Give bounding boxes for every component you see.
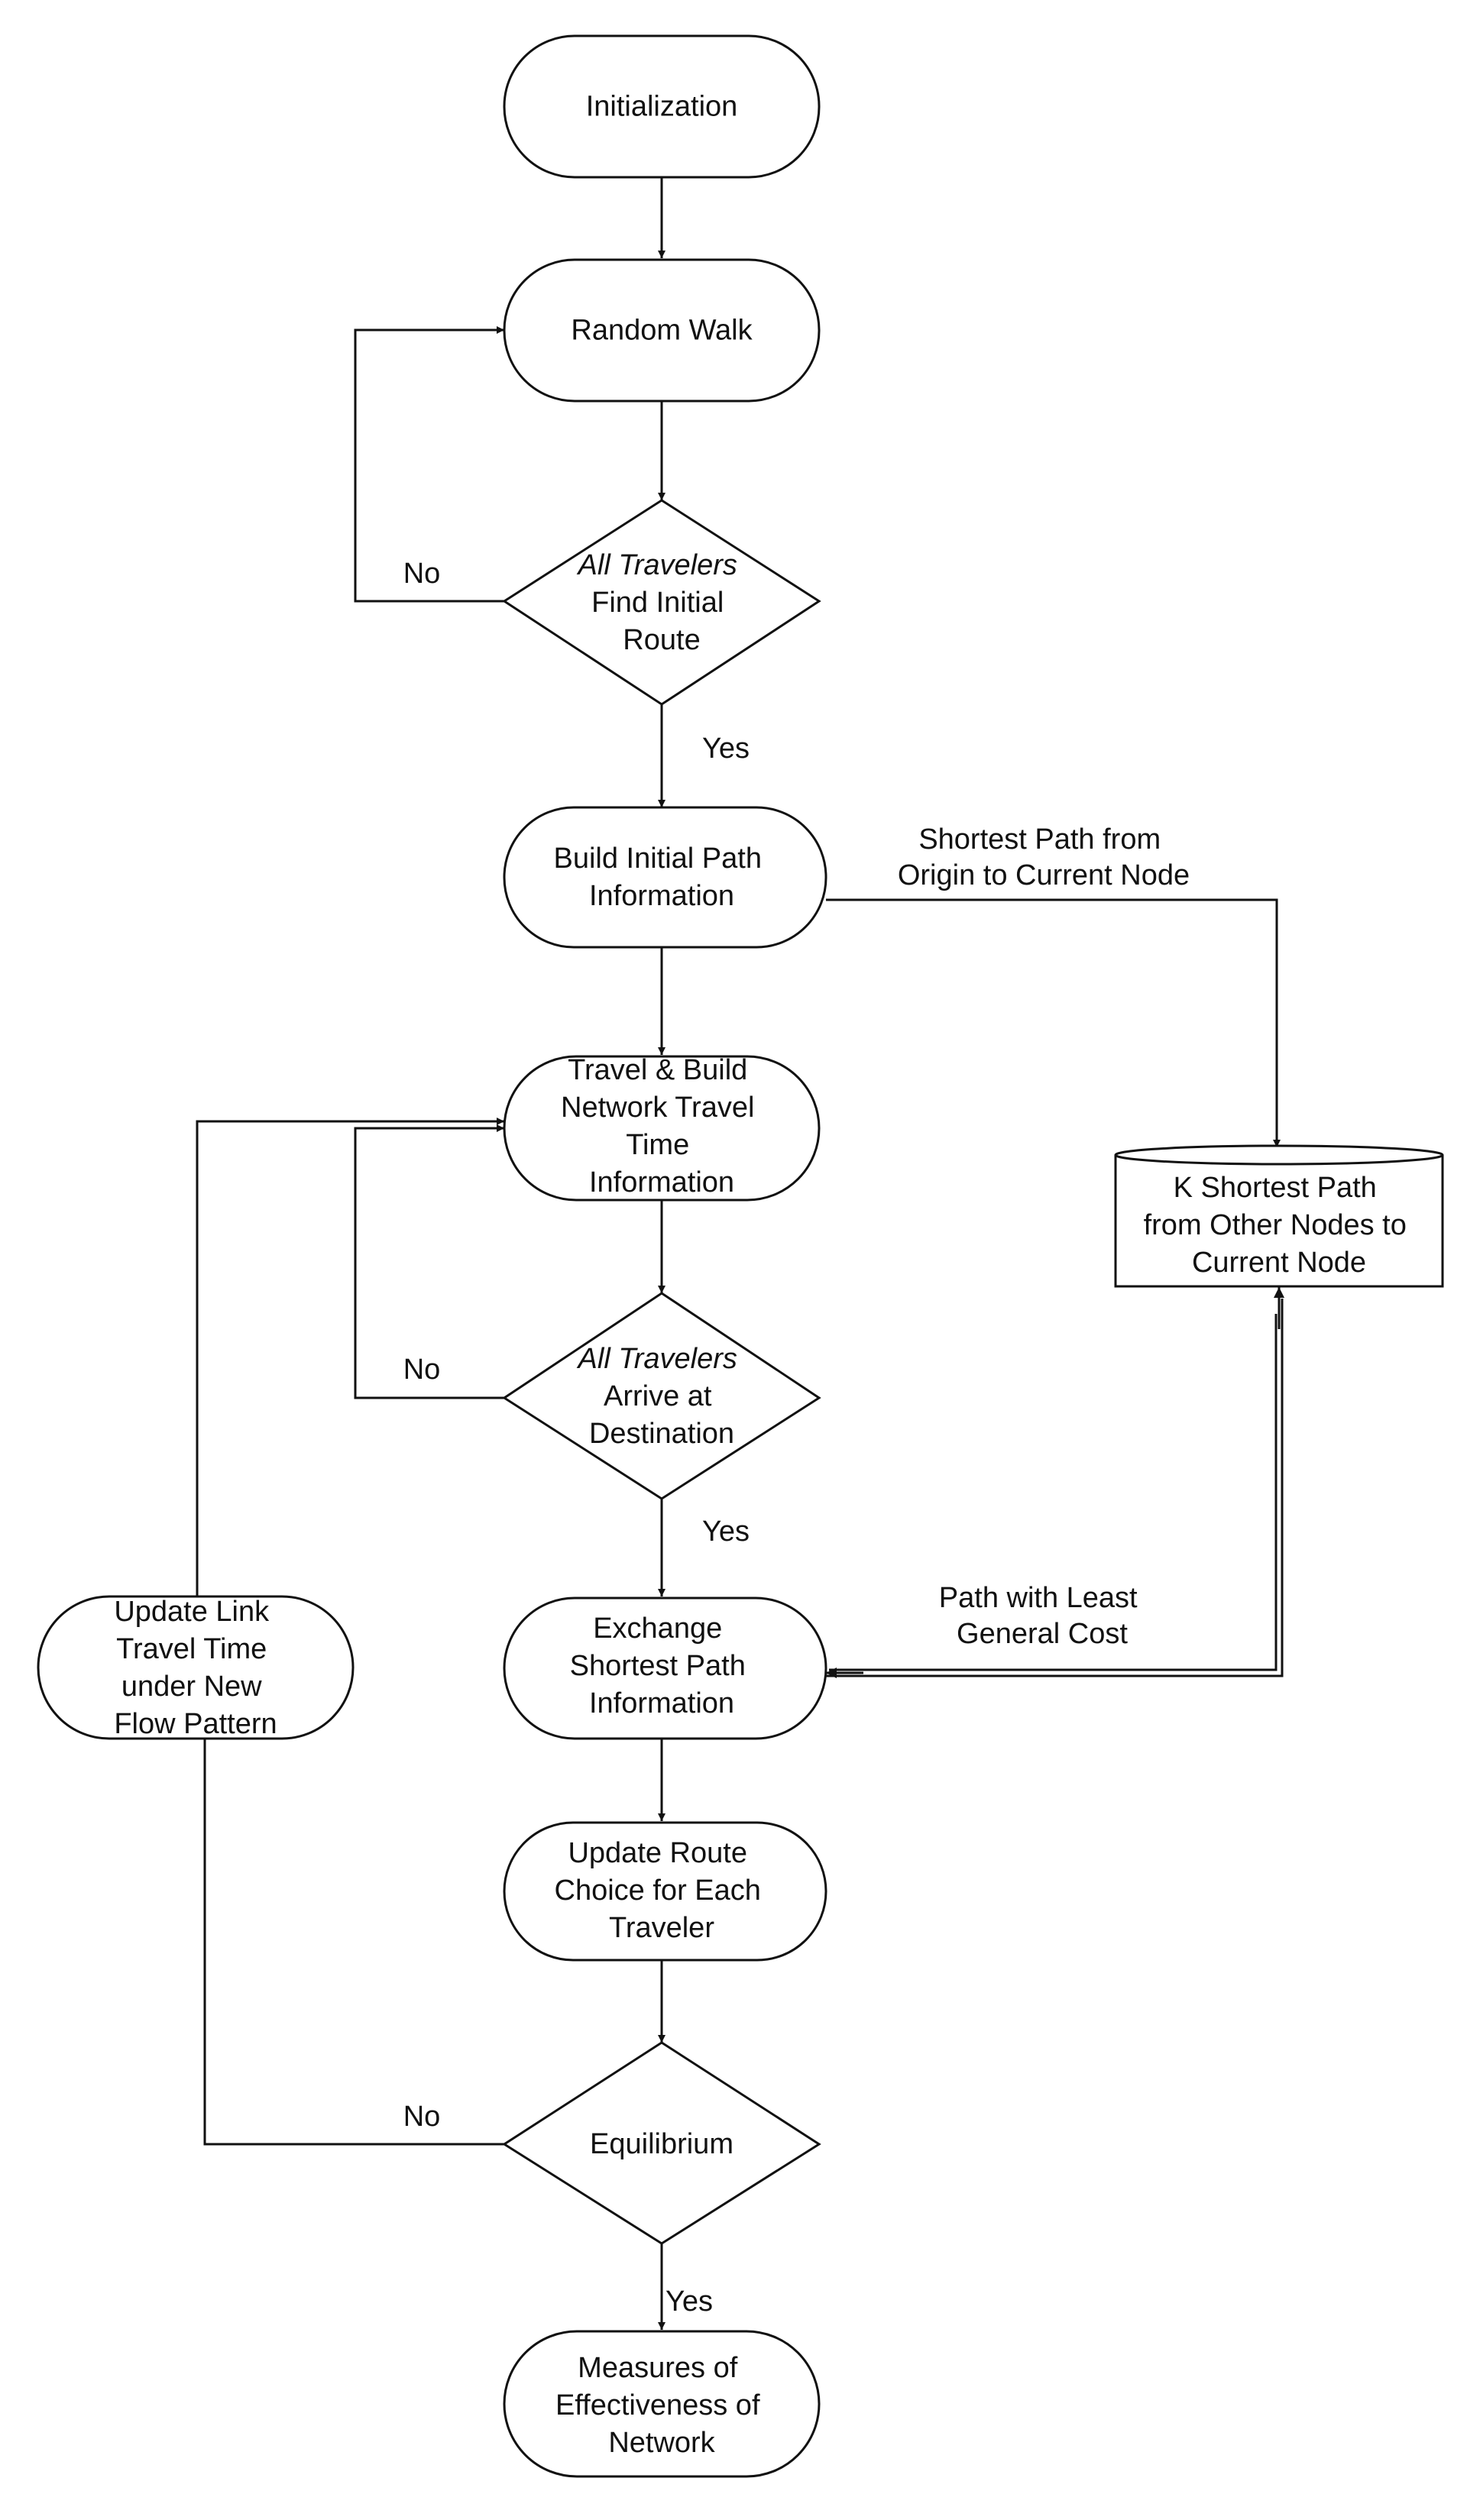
datastore-shape xyxy=(1114,1144,1444,1288)
terminal-measures-of-effectiveness: Measures of Effectiveness of Network xyxy=(503,2330,821,2478)
process-update-route-choice: Update Route Choice for Each Traveler xyxy=(503,1821,827,1962)
node-text: Equilibrium xyxy=(590,2128,734,2160)
label-no-arrive: No xyxy=(403,1354,441,1386)
decision-shape xyxy=(502,499,821,706)
process-shape xyxy=(503,1055,821,1202)
label-yes-find-route: Yes xyxy=(702,733,750,765)
process-shape xyxy=(503,1596,827,1740)
process-update-link-travel-time: Update Link Travel Time under New Flow P… xyxy=(37,1595,355,1740)
process-shape xyxy=(503,806,827,949)
edge-kshortest-to-exchange-inner xyxy=(829,1314,1278,1671)
node-line: All Travelers xyxy=(577,1343,737,1375)
node-line: Shortest Path xyxy=(570,1650,746,1682)
decision-shape xyxy=(502,2041,821,2245)
node-line: Network xyxy=(608,2427,715,2459)
node-line: Information xyxy=(589,1687,734,1719)
node-text: K Shortest Path from Other Nodes to Curr… xyxy=(1144,1172,1415,1279)
process-shape xyxy=(503,258,821,403)
edge-labels: No Yes No Yes No Yes Shortest Path from … xyxy=(403,558,1190,2318)
label-yes-equilibrium: Yes xyxy=(665,2285,713,2318)
node-line: K Shortest Path xyxy=(1174,1172,1377,1204)
label-least-general-cost: Path with Least General Cost xyxy=(939,1582,1145,1650)
node-text: Initialization xyxy=(586,91,738,123)
process-shape xyxy=(37,1595,355,1740)
label-line: Origin to Current Node xyxy=(898,859,1190,891)
process-exchange-shortest-path: Exchange Shortest Path Information xyxy=(503,1596,827,1740)
node-line: Initialization xyxy=(586,91,738,123)
label-shortest-from-origin: Shortest Path from Origin to Current Nod… xyxy=(898,823,1190,891)
node-line: Update Link xyxy=(114,1596,270,1628)
node-line: Exchange xyxy=(593,1613,722,1645)
node-text: Measures of Effectiveness of Network xyxy=(555,2352,768,2459)
process-build-initial-path: Build Initial Path Information xyxy=(503,806,827,949)
edge-equilibrium-no-to-update-link xyxy=(203,1739,504,2146)
terminal-initialization: Initialization xyxy=(503,34,821,179)
node-text: Update Link Travel Time under New Flow P… xyxy=(114,1596,277,1740)
label-yes-arrive: Yes xyxy=(702,1516,750,1548)
edge-find-no-loop xyxy=(354,326,504,603)
label-line: Path with Least xyxy=(939,1582,1138,1614)
label-no-equilibrium: No xyxy=(403,2101,441,2133)
label-no-find-route: No xyxy=(403,558,441,590)
node-text: Build Initial Path Information xyxy=(553,843,769,912)
node-line: Build Initial Path xyxy=(553,843,762,875)
edge-build-to-kshortest xyxy=(826,898,1281,1147)
node-text: Random Walk xyxy=(571,315,753,347)
decision-find-initial-route: All Travelers Find Initial Route xyxy=(502,499,821,706)
edge-kshortest-to-exchange-outer xyxy=(826,1299,1284,1677)
node-text: Exchange Shortest Path Information xyxy=(570,1613,754,1719)
node-line: Destination xyxy=(589,1418,734,1450)
node-line: Update Route xyxy=(568,1837,747,1869)
node-line: Current Node xyxy=(1192,1247,1366,1279)
process-shape xyxy=(503,1821,827,1962)
label-line: General Cost xyxy=(957,1618,1128,1650)
process-travel-build-network: Travel & Build Network Travel Time Infor… xyxy=(503,1054,821,1202)
node-line: Measures of xyxy=(578,2352,738,2384)
edge-arrive-no-loop xyxy=(354,1124,504,1399)
node-line: Route xyxy=(623,624,700,656)
decision-arrive-destination: All Travelers Arrive at Destination xyxy=(502,1292,821,1500)
process-random-walk: Random Walk xyxy=(503,258,821,403)
node-line: Equilibrium xyxy=(590,2128,734,2160)
node-text: Update Route Choice for Each Traveler xyxy=(555,1837,769,1944)
node-line: Travel Time xyxy=(116,1633,267,1665)
node-line: Flow Pattern xyxy=(114,1708,277,1740)
node-text: All Travelers Arrive at Destination xyxy=(577,1343,746,1450)
node-line: Find Initial xyxy=(591,587,724,619)
node-text: All Travelers Find Initial Route xyxy=(577,549,746,656)
node-line: Information xyxy=(589,1166,734,1199)
terminal-shape xyxy=(503,2330,821,2478)
node-line: from Other Nodes to xyxy=(1144,1209,1407,1241)
edge-update-link-to-travel xyxy=(196,1118,504,1596)
datastore-top-rim xyxy=(1114,1154,1444,1166)
node-line: Time xyxy=(626,1129,689,1161)
node-line: Information xyxy=(589,880,734,912)
decision-shape xyxy=(502,1292,821,1500)
node-line: Network Travel xyxy=(561,1092,754,1124)
edges xyxy=(196,177,1284,2330)
node-line: under New xyxy=(121,1671,262,1703)
terminal-shape xyxy=(503,34,821,179)
node-line: Effectiveness of xyxy=(555,2389,760,2421)
node-line: Choice for Each xyxy=(555,1875,761,1907)
decision-equilibrium: Equilibrium xyxy=(502,2041,821,2245)
node-line: All Travelers xyxy=(577,549,737,581)
node-line: Travel & Build xyxy=(568,1054,747,1086)
node-line: Random Walk xyxy=(571,315,753,347)
label-line: Shortest Path from xyxy=(918,823,1161,856)
node-line: Arrive at xyxy=(604,1380,712,1412)
node-line: Traveler xyxy=(609,1912,714,1944)
datastore-k-shortest-path: K Shortest Path from Other Nodes to Curr… xyxy=(1114,1144,1444,1288)
node-text: Travel & Build Network Travel Time Infor… xyxy=(561,1054,763,1199)
